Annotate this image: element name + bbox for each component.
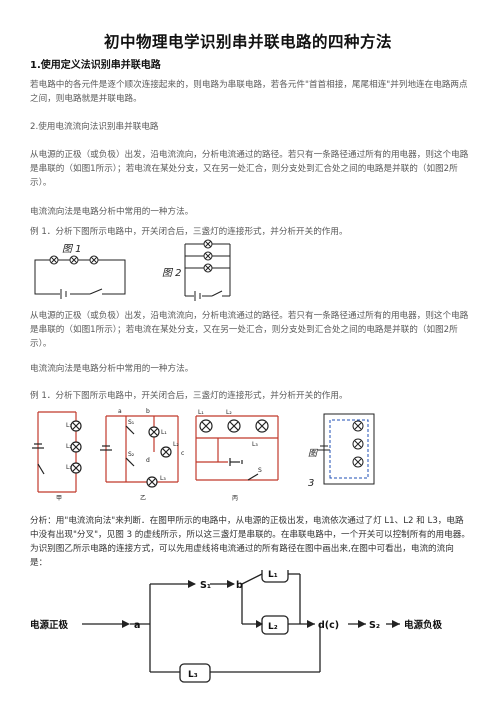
section2-heading: 2.使用电流流向法识别串并联电路 <box>30 122 159 132</box>
fig1-series-circuit <box>34 255 126 299</box>
example2-text: 例 1．分析下图所示电路中，开关闭合后，三盏灯的连接形式，并分析开关的作用。 <box>30 391 348 401</box>
figure-1-2-circuits: 图 1 <box>34 244 126 299</box>
yi-a: a <box>118 408 122 415</box>
section2-para1: 从电源的正极（或负极）出发，沿电流流向，分析电流通过的路径。若只有一条路径通过所… <box>30 150 469 188</box>
circuit-yi <box>100 415 179 488</box>
flow-S2: S₂ <box>369 620 380 631</box>
flow-S1: S₁ <box>200 580 211 591</box>
bing-L2: L₂ <box>226 409 232 416</box>
yi-b: b <box>146 408 150 415</box>
yi-L1: L₁ <box>161 429 167 436</box>
flow-positive: 电源正极 <box>30 619 69 631</box>
section2-para4: 电流流向法是电路分析中常用的一种方法。 <box>30 364 194 374</box>
bing-label: 丙 <box>232 495 238 502</box>
example1-text: 例 1．分析下图所示电路中，开关闭合后，三盏灯的连接形式，并分析开关的作用。 <box>30 227 348 237</box>
section1-text: 若电路中的各元件是逐个顺次连接起来的，则电路为串联电路，若各元件"首首相接，尾尾… <box>30 80 468 104</box>
page-title: 初中物理电学识别串并联电路的四种方法 <box>103 33 392 51</box>
flow-L3: L₃ <box>188 670 198 680</box>
yi-L3: L₃ <box>160 475 166 482</box>
yi-c: c <box>181 450 184 457</box>
bing-L1: L₁ <box>198 409 204 416</box>
jia-L2: L₂ <box>66 443 72 450</box>
yi-label: 乙 <box>140 495 146 502</box>
flow-a: a <box>134 620 140 631</box>
yi-d: d <box>146 457 150 464</box>
figure-3 <box>318 413 375 485</box>
fig1-label: 图 1 <box>62 244 82 255</box>
flow-negative: 电源负极 <box>404 619 443 631</box>
fig3-current-path <box>329 419 369 479</box>
jia-label: 甲 <box>56 495 62 502</box>
section2-para2: 电流流向法是电路分析中常用的一种方法。 <box>30 207 194 217</box>
flow-arrows <box>122 580 400 628</box>
current-flow-diagram: 电源正极 a S₁ b L₁ L₂ L₃ d(c) S₂ 电源负极 <box>30 570 443 683</box>
flow-L1: L₁ <box>268 570 278 580</box>
yi-S2: S₂ <box>128 451 135 458</box>
flow-L2: L₂ <box>268 622 278 632</box>
fig3-num: 3 <box>308 478 314 489</box>
bing-L3: L₃ <box>252 441 258 448</box>
jia-L1: L₁ <box>66 422 72 429</box>
yi-L2: L₂ <box>173 441 179 448</box>
fig2-label: 图 2 <box>162 268 182 279</box>
section1-heading: 1.使用定义法识别串并联电路 <box>30 60 161 71</box>
section2-para3: 从电源的正极（或负极）出发，沿电流流向，分析电流通过的路径。若只有一条路径通过所… <box>30 311 469 349</box>
circuits-row: L₁ L₂ L₃ 甲 a b S₁ S₂ L₁ L₂ L₃ c d 乙 <box>32 408 375 502</box>
flow-b: b <box>236 580 243 591</box>
circuit-jia <box>32 411 82 493</box>
fig3-label: 图 <box>308 448 319 459</box>
figure-2-parallel: 图 2 <box>162 239 231 301</box>
flow-dc: d(c) <box>318 620 339 631</box>
bing-S: S <box>258 467 262 474</box>
jia-L3: L₃ <box>66 464 72 471</box>
yi-S1: S₁ <box>128 419 135 426</box>
circuit-bing <box>195 415 279 481</box>
analysis-text: 分析：用"电流流向法"来判断．在图甲所示的电路中，从电源的正极出发，电流依次通过… <box>30 516 470 568</box>
